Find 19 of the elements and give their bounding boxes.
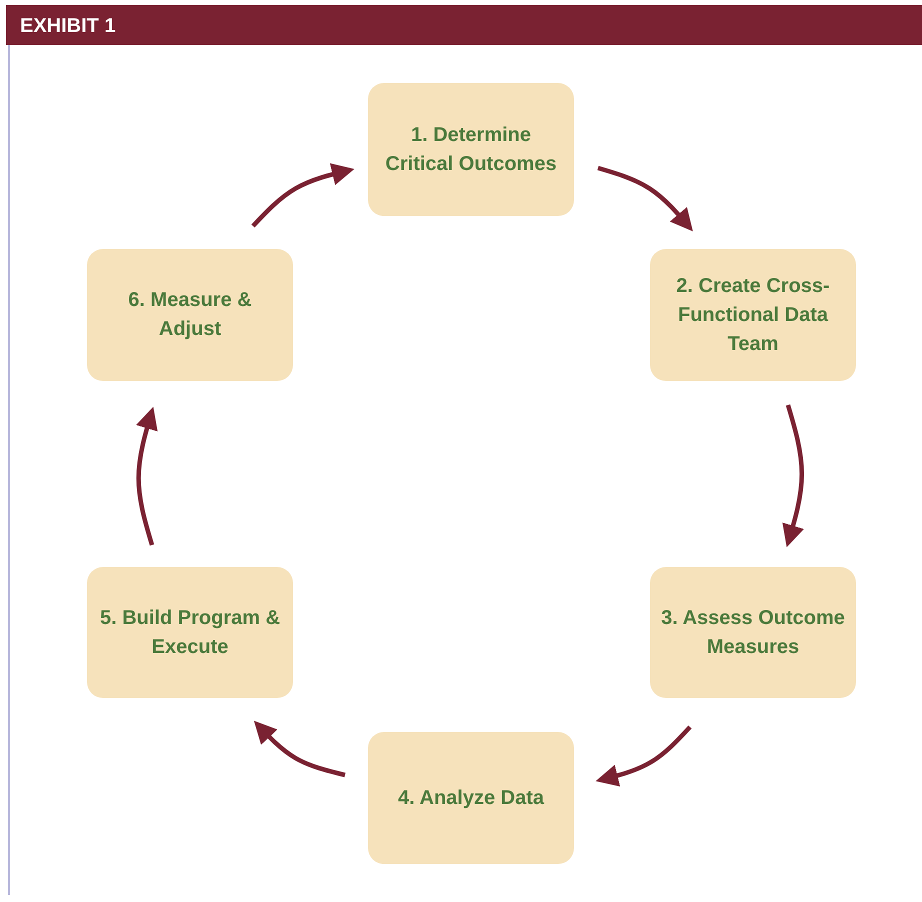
title: EXHIBIT 1 (20, 15, 116, 38)
step-label: 4. Analyze Data (398, 786, 544, 810)
step-box (87, 249, 293, 381)
arrow (136, 406, 158, 546)
arrow (782, 404, 804, 548)
arrow (596, 725, 692, 787)
arrow (597, 166, 693, 232)
step-box (368, 732, 574, 864)
step-label: 2. Create Cross-Functional Data Team (675, 274, 831, 356)
step-box (650, 567, 856, 698)
arrow (254, 720, 346, 778)
step-box (368, 83, 574, 216)
step-label: 1. Determine Critical Outcomes (384, 122, 558, 176)
step-label: 5. Build Program & Execute (98, 606, 282, 660)
arrow (251, 163, 354, 228)
step-label: 3. Assess Outcome Measures (660, 606, 846, 660)
step-box (87, 567, 293, 698)
step-label: 6. Measure & Adjust (127, 288, 253, 342)
step-box (650, 249, 856, 381)
